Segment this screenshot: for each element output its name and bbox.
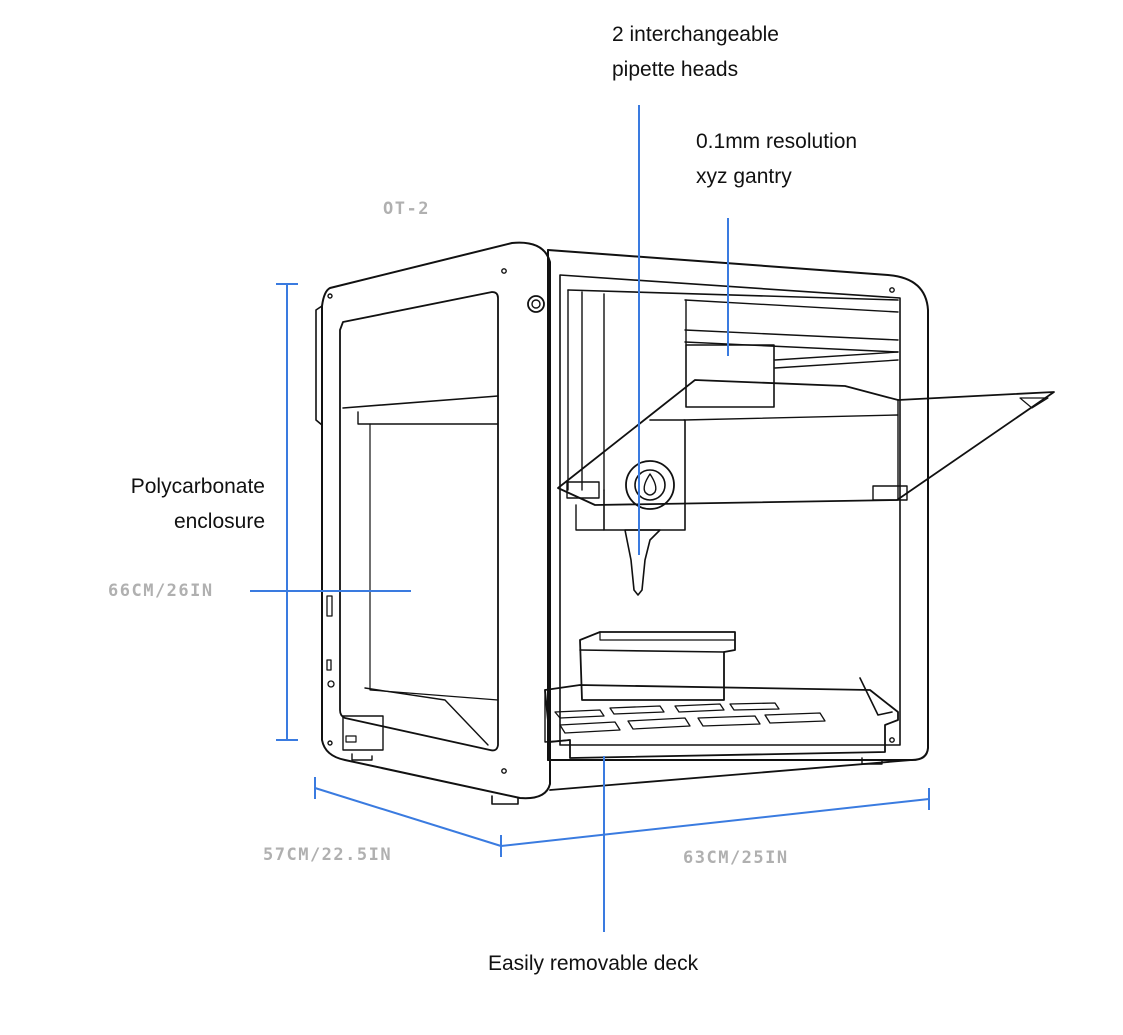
depth-dimension-label: 57CM/22.5IN <box>263 845 393 865</box>
callout-lines <box>250 105 930 932</box>
pipette-tip <box>624 529 661 596</box>
enclosure-callout: Polycarbonate enclosure <box>131 469 265 539</box>
gantry-line-1: 0.1mm resolution <box>696 130 858 153</box>
labware-block <box>579 631 736 701</box>
deck-plate <box>544 684 899 759</box>
gantry-rail-top <box>567 289 899 301</box>
width-dimension-line <box>500 788 930 847</box>
front-window <box>339 291 499 752</box>
gantry-line-2: xyz gantry <box>696 165 792 188</box>
gantry-carriage <box>685 344 775 408</box>
gantry-rail-mid <box>684 299 899 353</box>
pipette-heads-line-2: pipette heads <box>612 58 739 81</box>
front-label-plate <box>342 715 384 751</box>
pipette-mount <box>603 419 686 531</box>
back-inner-frame <box>559 274 901 746</box>
height-dimension-label: 66CM/26IN <box>108 581 214 601</box>
front-frame <box>321 241 551 800</box>
back-frame <box>547 249 929 761</box>
height-dimension-line <box>276 283 298 741</box>
enclosure-line-2: enclosure <box>173 510 265 533</box>
deck-callout: Easily removable deck <box>488 952 699 975</box>
deck-slots <box>554 702 826 734</box>
gantry-callout: 0.1mm resolution xyz gantry <box>696 124 857 194</box>
width-dimension-label: 63CM/25IN <box>683 848 789 868</box>
pipette-heads-line-1: 2 interchangeable <box>612 23 779 46</box>
enclosure-line-1: Polycarbonate <box>130 475 265 498</box>
pipette-heads-callout: 2 interchangeable pipette heads <box>612 17 779 87</box>
power-button <box>527 295 545 313</box>
gantry-left-column <box>567 289 605 491</box>
lid-panel <box>557 379 1055 506</box>
pipette-knob-outer <box>625 460 675 510</box>
model-label: OT-2 <box>383 199 430 219</box>
